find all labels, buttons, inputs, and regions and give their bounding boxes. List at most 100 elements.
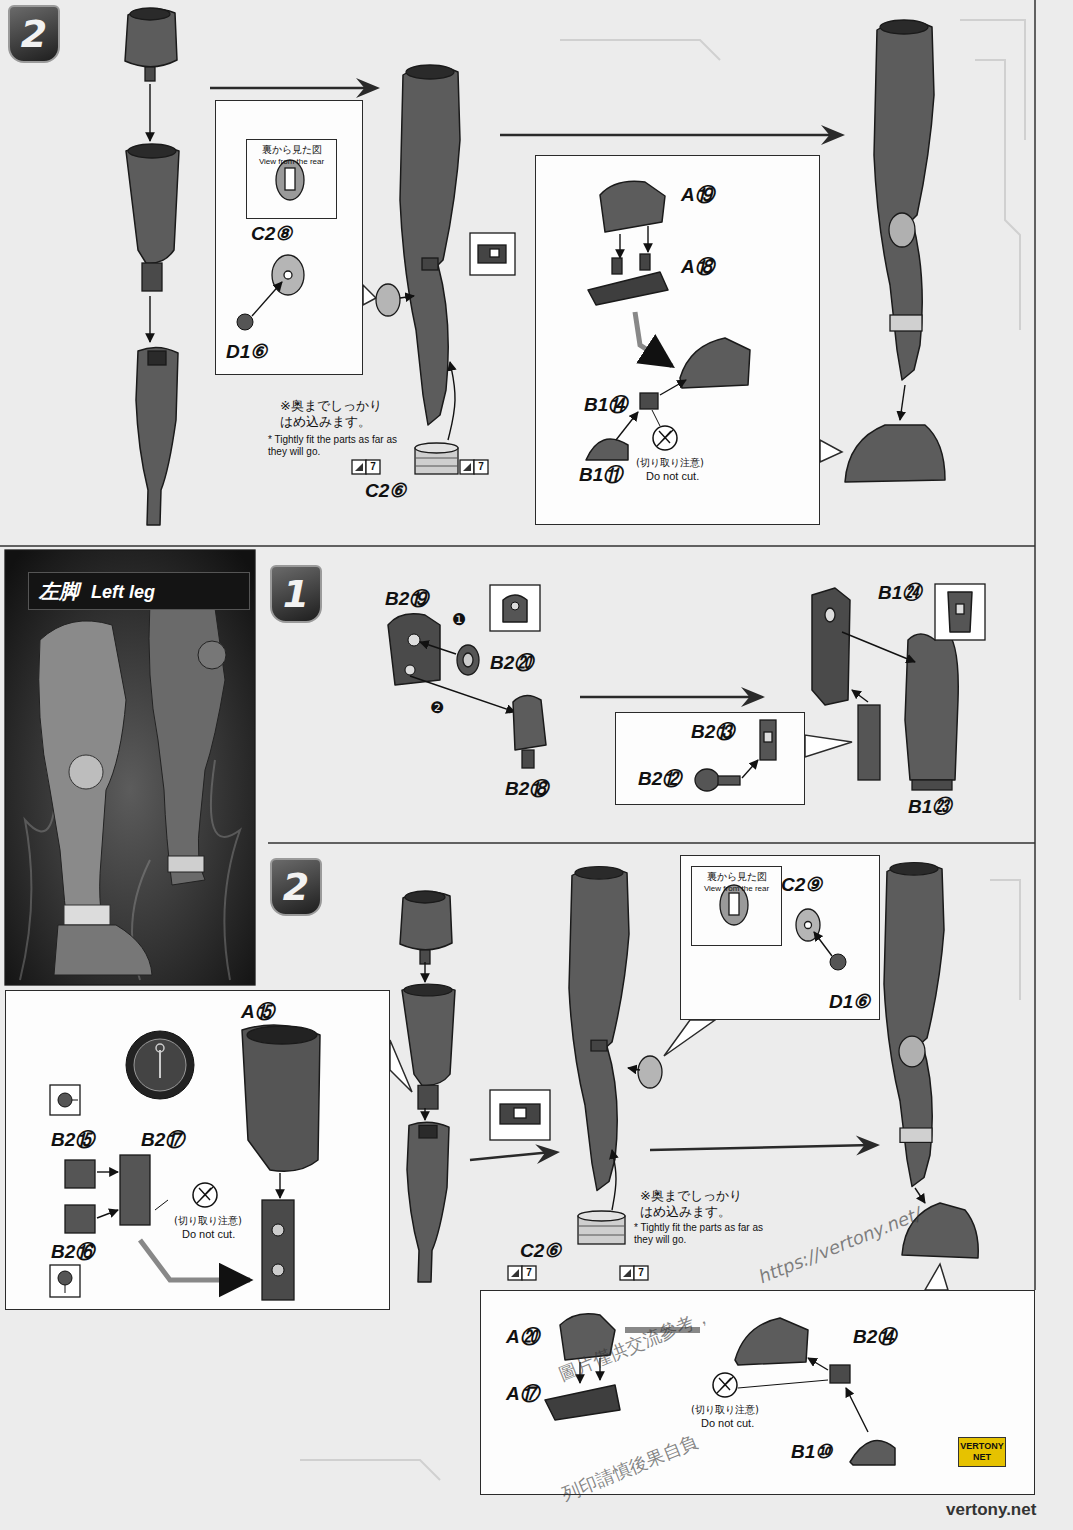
assembly-arrow bbox=[424, 962, 425, 982]
part-opening bbox=[419, 1125, 437, 1138]
part-number: B1⑭ bbox=[584, 394, 627, 416]
do-not-cut-symbol bbox=[717, 1377, 733, 1393]
part-opening bbox=[880, 20, 928, 34]
ring-part bbox=[463, 653, 473, 667]
assembly-arrow bbox=[97, 1171, 118, 1172]
ankle-ring-rib bbox=[578, 1226, 625, 1235]
step-badge: 1 bbox=[270, 565, 322, 623]
knee-cap-part bbox=[376, 284, 400, 316]
sticker-icon bbox=[355, 463, 363, 471]
leader-line bbox=[155, 1200, 168, 1210]
quantity-box bbox=[634, 1266, 648, 1280]
top-view-detail bbox=[156, 1044, 164, 1052]
thigh-frame-part bbox=[812, 588, 850, 705]
callout-pointer bbox=[925, 1264, 948, 1290]
quantity-box bbox=[474, 460, 488, 474]
photo-panel bbox=[5, 550, 255, 985]
part-number: B1⑪ bbox=[579, 464, 622, 486]
sticker-icon bbox=[508, 1266, 522, 1280]
assembly-arrow bbox=[252, 282, 282, 316]
section-title: Left leg bbox=[91, 581, 155, 603]
part-opening bbox=[128, 144, 176, 158]
foot-part bbox=[680, 338, 750, 388]
joint-peg bbox=[420, 950, 430, 964]
callout-box: C2⑧D1⑥裏から見た図View from the rear bbox=[215, 100, 363, 375]
view-caption: View from the rear bbox=[692, 884, 781, 894]
assembly-arrow bbox=[846, 1388, 868, 1432]
top-view-detail bbox=[134, 1039, 186, 1091]
step-number: 2 bbox=[10, 12, 58, 56]
callout-pointer bbox=[390, 1040, 412, 1092]
box-ground-layer bbox=[5, 100, 1035, 1495]
part-number: D1⑥ bbox=[226, 341, 267, 363]
part-number: A⑱ bbox=[681, 256, 714, 278]
part-number: B2⑱ bbox=[505, 778, 548, 800]
hip-part bbox=[125, 8, 177, 66]
ankle-band bbox=[890, 315, 922, 331]
part-opening bbox=[405, 891, 445, 903]
round-part bbox=[237, 314, 253, 330]
part-number: B2⑬ bbox=[691, 721, 734, 743]
lower-leg-part bbox=[136, 347, 178, 525]
heel-part bbox=[850, 1441, 895, 1465]
part-number: C2⑥ bbox=[365, 480, 406, 502]
step-arrow bbox=[580, 696, 757, 699]
assembly-arrow bbox=[660, 380, 686, 395]
assembly-note: * Tightly fit the parts as far as they w… bbox=[634, 1222, 774, 1246]
part-detail bbox=[503, 595, 527, 622]
assembly-arrow bbox=[842, 632, 915, 662]
sole-peg bbox=[612, 258, 622, 274]
assembled-leg bbox=[884, 863, 944, 1186]
assembly-arrow bbox=[647, 226, 648, 252]
step-arrow-head bbox=[741, 687, 765, 707]
assembly-arrow bbox=[900, 385, 905, 420]
assembly-note: ※奥までしっかり はめ込みます。 bbox=[640, 1188, 748, 1220]
ring-part bbox=[457, 645, 479, 675]
detail-inset bbox=[490, 1090, 550, 1140]
part-number: B1㉓ bbox=[908, 796, 951, 818]
quantity-box bbox=[366, 460, 380, 474]
lower-leg-part bbox=[407, 1122, 449, 1282]
do-not-cut-symbol bbox=[653, 426, 677, 450]
sticker-icon bbox=[463, 463, 471, 471]
part-view-icon bbox=[50, 1265, 80, 1297]
assembly-arrow bbox=[619, 234, 620, 258]
hip-part bbox=[400, 891, 452, 949]
assembly-note: ※奥までしっかり はめ込みます。 bbox=[280, 398, 388, 430]
joint-slot bbox=[764, 732, 772, 742]
step-number: 2 bbox=[272, 865, 320, 909]
part-detail bbox=[948, 592, 972, 632]
part-opening bbox=[406, 65, 454, 79]
rear-view-slot bbox=[729, 893, 739, 915]
view-caption: 裏から見た図 bbox=[247, 144, 336, 156]
step-arrow-head bbox=[856, 1136, 880, 1156]
do-not-cut-symbol bbox=[713, 1373, 737, 1397]
assembly-arrow bbox=[814, 932, 832, 956]
caution-note: Do not cut. bbox=[646, 470, 699, 483]
order-number: ❶ bbox=[452, 611, 466, 629]
ankle-joint-part bbox=[830, 1365, 850, 1383]
callout-box: A⑳A⑰B2⑭B1⑩(切り取り注意)Do not cut. bbox=[480, 1290, 1035, 1495]
step-number: 1 bbox=[272, 572, 320, 616]
round-part bbox=[830, 954, 846, 970]
photo-leg bbox=[149, 596, 225, 886]
rear-view-box: 裏から見た図View from the rear bbox=[246, 139, 337, 219]
part-number: B2⑮ bbox=[51, 1129, 94, 1151]
hip-joint-part bbox=[388, 614, 440, 685]
ball-joint-part bbox=[695, 769, 719, 791]
tab-detail bbox=[514, 1108, 526, 1118]
step-badge: 2 bbox=[8, 5, 60, 63]
joint-part bbox=[262, 1200, 294, 1300]
part-opening bbox=[575, 867, 623, 880]
assembly-arrow bbox=[97, 1210, 118, 1218]
step-arrow bbox=[500, 134, 837, 137]
assembled-leg bbox=[569, 867, 629, 1190]
section-banner: 左脚Left leg bbox=[28, 572, 250, 610]
part-opening bbox=[148, 351, 166, 365]
knee-joint bbox=[591, 1040, 607, 1051]
view-caption: 裏から見た図 bbox=[692, 871, 781, 883]
sticker-icon bbox=[620, 1266, 634, 1280]
top-view-detail bbox=[126, 1031, 194, 1099]
assembly-arrow bbox=[140, 1240, 250, 1280]
